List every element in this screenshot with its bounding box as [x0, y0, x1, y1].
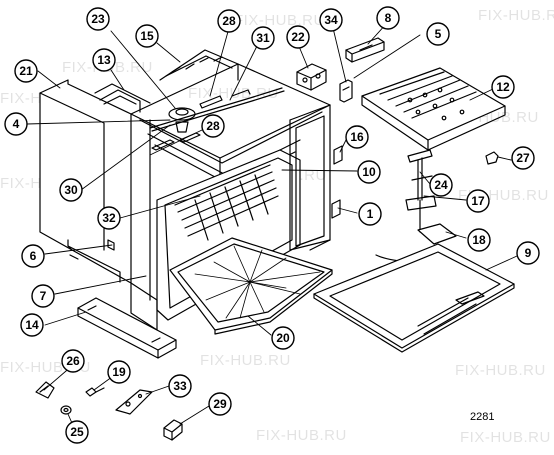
side-brackets-drawing: [331, 145, 343, 219]
callout-7[interactable]: 7: [31, 284, 55, 308]
callout-label: 24: [434, 178, 448, 192]
oven-pan-drawing: [169, 237, 333, 335]
callout-label: 4: [13, 117, 20, 131]
watermark-text: FIX-HUB.RU: [478, 7, 554, 24]
callout-label: 27: [516, 151, 530, 165]
callout-21[interactable]: 21: [14, 59, 38, 83]
callout-label: 18: [472, 233, 486, 247]
callout-label: 6: [30, 249, 37, 263]
callout-10[interactable]: 10: [357, 160, 381, 184]
callout-label: 14: [25, 318, 39, 332]
callout-17[interactable]: 17: [466, 189, 490, 213]
callout-label: 28: [222, 14, 236, 28]
callout-label: 23: [91, 12, 105, 26]
callout-22[interactable]: 22: [286, 25, 310, 49]
callout-1[interactable]: 1: [358, 202, 382, 226]
callout-label: 32: [102, 211, 116, 225]
callout-label: 1: [367, 207, 374, 221]
callout-label: 8: [385, 11, 392, 25]
callout-12[interactable]: 12: [491, 75, 515, 99]
callout-label: 30: [64, 183, 78, 197]
callout-label: 26: [66, 354, 80, 368]
callout-label: 16: [350, 130, 364, 144]
callout-29[interactable]: 29: [208, 392, 232, 416]
watermark-text: FIX-HUB.RU: [256, 427, 347, 444]
callout-label: 20: [276, 331, 290, 345]
callout-25[interactable]: 25: [65, 420, 89, 444]
callout-24[interactable]: 24: [429, 173, 453, 197]
bottom-tray-drawing: [313, 243, 515, 353]
callout-label: 34: [324, 13, 338, 27]
callout-31[interactable]: 31: [251, 26, 275, 50]
callouts: 23 28 15 31 22 34 8 5 21 13 12 4 28 16 2…: [4, 6, 540, 444]
watermark-text: FIX-HUB.RU: [200, 352, 291, 369]
callout-26[interactable]: 26: [61, 349, 85, 373]
callout-19[interactable]: 19: [107, 360, 131, 384]
callout-label: 12: [496, 80, 510, 94]
watermark-text: FIX-HUB.RU: [460, 429, 551, 446]
callout-20[interactable]: 20: [271, 326, 295, 350]
callout-14[interactable]: 14: [20, 313, 44, 337]
callout-5[interactable]: 5: [426, 22, 450, 46]
watermark-text: FIX-HUB.RU: [455, 362, 546, 379]
callout-27[interactable]: 27: [511, 146, 535, 170]
callout-13[interactable]: 13: [92, 48, 116, 72]
callout-label: 29: [213, 397, 227, 411]
fan-assembly-drawing: [149, 87, 285, 133]
callout-label: 13: [97, 53, 111, 67]
callout-16[interactable]: 16: [345, 125, 369, 149]
callout-label: 33: [173, 379, 187, 393]
callout-15[interactable]: 15: [135, 24, 159, 48]
callout-30[interactable]: 30: [59, 178, 83, 202]
callout-label: 7: [40, 289, 47, 303]
rod-assembly-drawing: [375, 149, 457, 263]
callout-32[interactable]: 32: [97, 206, 121, 230]
callout-34[interactable]: 34: [319, 8, 343, 32]
callout-4[interactable]: 4: [4, 112, 28, 136]
callout-9[interactable]: 9: [516, 241, 540, 265]
watermark-text: FIX-HUB.RU: [234, 12, 325, 29]
top-plate-drawing: [361, 67, 506, 151]
callout-33[interactable]: 33: [168, 374, 192, 398]
callout-label: 9: [525, 246, 532, 260]
callout-label: 31: [256, 31, 270, 45]
callout-label: 5: [435, 27, 442, 41]
callout-label: 22: [291, 30, 305, 44]
callout-18[interactable]: 18: [467, 228, 491, 252]
callout-label: 28: [206, 119, 220, 133]
callout-label: 25: [70, 425, 84, 439]
callout-label: 19: [112, 365, 126, 379]
rail-drawing: [77, 297, 177, 359]
callout-label: 17: [471, 194, 485, 208]
callout-28-lower[interactable]: 28: [201, 114, 225, 138]
figure-code: 2281: [470, 411, 494, 423]
callout-23[interactable]: 23: [86, 7, 110, 31]
callout-label: 10: [362, 165, 376, 179]
callout-8[interactable]: 8: [376, 6, 400, 30]
bracket-drawing: [339, 79, 353, 103]
callout-28[interactable]: 28: [217, 9, 241, 33]
callout-6[interactable]: 6: [21, 244, 45, 268]
clip-drawing: [485, 151, 499, 165]
loose-parts-drawing: [35, 381, 183, 441]
rail-part-drawing: [345, 37, 385, 63]
line-art: [26, 22, 518, 441]
rear-panel-drawing: [94, 49, 239, 113]
callout-label: 15: [140, 29, 154, 43]
clamp-drawing: [296, 63, 327, 91]
callout-label: 21: [19, 64, 33, 78]
